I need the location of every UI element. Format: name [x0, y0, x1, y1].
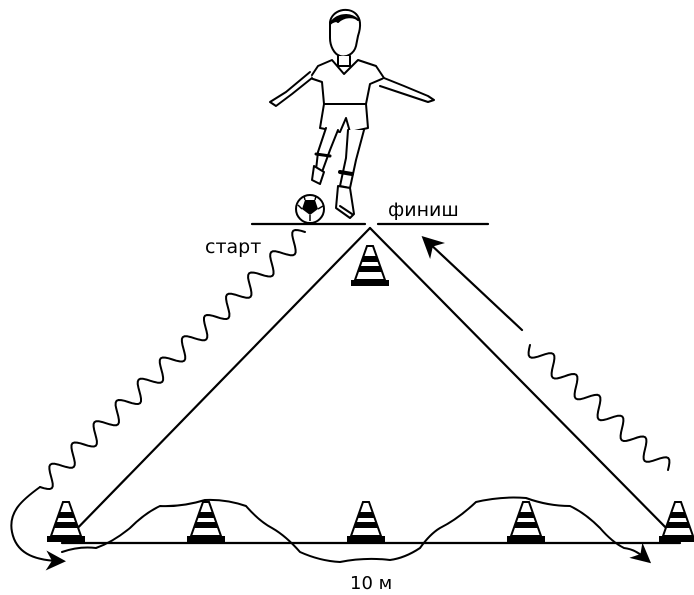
- training-cone-icon: [47, 502, 85, 542]
- training-cone-icon: [347, 502, 385, 542]
- training-cone-icon: [351, 246, 389, 286]
- dribble-path-right: [529, 345, 670, 470]
- triangle-right-side: [370, 228, 678, 540]
- dribble-path-left: [40, 230, 305, 489]
- training-cone-icon: [507, 502, 545, 542]
- return-arrow: [428, 242, 522, 330]
- start-label: старт: [205, 236, 261, 258]
- training-cone-icon: [187, 502, 225, 542]
- dribble-path-left-turn: [11, 487, 58, 561]
- football-player-icon: [270, 10, 434, 218]
- training-cone-icon: [659, 502, 694, 542]
- distance-label: 10 м: [350, 573, 392, 594]
- soccer-ball-icon: [296, 195, 324, 223]
- finish-label: финиш: [388, 199, 459, 221]
- triangle-left-side: [66, 228, 370, 540]
